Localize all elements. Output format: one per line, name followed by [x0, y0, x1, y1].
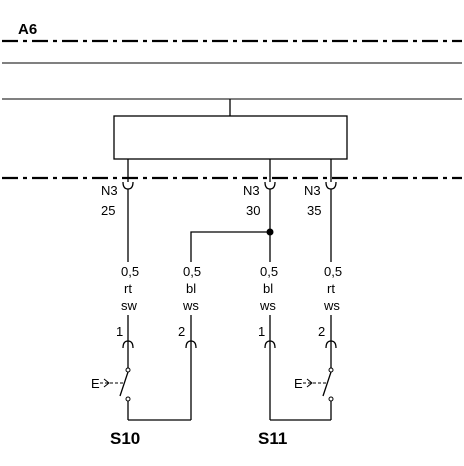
terminal-4-label: 2 [318, 324, 325, 339]
pin-35-connector: N3 [304, 183, 321, 198]
terminal-1-label: 1 [116, 324, 123, 339]
module-label: A6 [18, 21, 37, 38]
switch-s10-actuator: E [91, 376, 100, 391]
switch-s10-arrow-icon [103, 378, 110, 388]
terminal-3-label: 1 [258, 324, 265, 339]
wire-3-size: 0,5 [260, 264, 278, 279]
wire-4-size: 0,5 [324, 264, 342, 279]
pin-30-number: 30 [246, 203, 260, 218]
switch-s11-blade [322, 371, 332, 397]
terminal-2-icon [185, 340, 197, 349]
pin-35-number: 35 [307, 203, 321, 218]
switch-s10-contact-bottom [125, 396, 131, 402]
wire-3-color1: bl [263, 281, 273, 296]
wire-2-size: 0,5 [183, 264, 201, 279]
wire-2-color1: bl [186, 281, 196, 296]
junction-dot [266, 228, 274, 236]
terminal-2-label: 2 [178, 324, 185, 339]
switch-s11-arrow-icon [306, 378, 313, 388]
wire-4-color2: ws [323, 298, 340, 313]
switch-s11-actuator: E [294, 376, 303, 391]
switch-s10-blade [119, 371, 129, 397]
wire-2-branch [190, 231, 270, 262]
connector-pin-30-icon [264, 181, 276, 190]
pin-30-connector: N3 [243, 183, 260, 198]
terminal-3-icon [264, 340, 276, 349]
switch-s11-contact-top [328, 367, 334, 373]
wire-1-size: 0,5 [121, 264, 139, 279]
terminal-1-icon [122, 340, 134, 349]
connector-pin-25-icon [122, 181, 134, 190]
wire-1-color2: sw [121, 298, 138, 313]
connector-pin-35-icon [325, 181, 337, 190]
wire-3-color2: ws [259, 298, 276, 313]
switch-s11: E [294, 342, 334, 420]
switch-s11-contact-bottom [328, 396, 334, 402]
control-unit-box [113, 115, 348, 160]
switch-s11-label: S11 [258, 429, 287, 448]
terminal-4-icon [325, 340, 337, 349]
wire-4-color1: rt [327, 281, 335, 296]
wire-2-color2: ws [182, 298, 199, 313]
pin-25-connector: N3 [101, 183, 118, 198]
wire-1-color1: rt [124, 281, 132, 296]
switch-s10-contact-top [125, 367, 131, 373]
switch-s10: E [91, 342, 131, 420]
pin-25-number: 25 [101, 203, 115, 218]
switch-s10-label: S10 [110, 429, 140, 448]
